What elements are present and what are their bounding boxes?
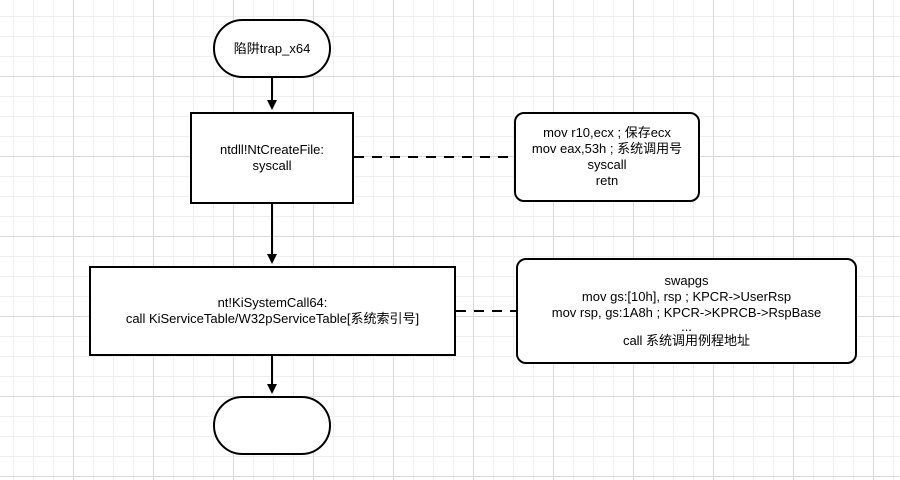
note1-line-1: mov r10,ecx ; 保存ecx [543,125,671,140]
kisystemcall64-line-1: nt!KiSystemCall64: [217,295,328,310]
ntdll-syscall-note: mov r10,ecx ; 保存ecx mov eax,53h ; 系统调用号 … [514,112,700,202]
ntcreatefile-process-box: ntdll!NtCreateFile: syscall [190,112,354,204]
end-terminal [213,396,331,455]
note1-line-3: syscall [587,157,627,172]
note2-line-4: ... [681,319,692,334]
note2-line-3: mov rsp, gs:1A8h ; KPCR->KPRCB->RspBase [551,305,822,320]
note1-line-2: mov eax,53h ; 系统调用号 [531,141,683,156]
note1-line-4: retn [595,173,619,188]
note2-line-1: swapgs [664,273,709,288]
kisystemcall64-line-2: call KiServiceTable/W32pServiceTable[系统索… [125,311,420,326]
note2-line-5: call 系统调用例程地址 [622,333,751,348]
kisystemcall64-process-box: nt!KiSystemCall64: call KiServiceTable/W… [89,266,456,356]
ntcreatefile-line-2: syscall [252,158,292,173]
start-terminal: 陷阱trap_x64 [213,19,331,78]
ntcreatefile-line-1: ntdll!NtCreateFile: [219,142,325,157]
kisystemcall64-note: swapgs mov gs:[10h], rsp ; KPCR->UserRsp… [516,258,857,364]
note2-line-2: mov gs:[10h], rsp ; KPCR->UserRsp [581,289,792,304]
start-label: 陷阱trap_x64 [233,40,311,56]
